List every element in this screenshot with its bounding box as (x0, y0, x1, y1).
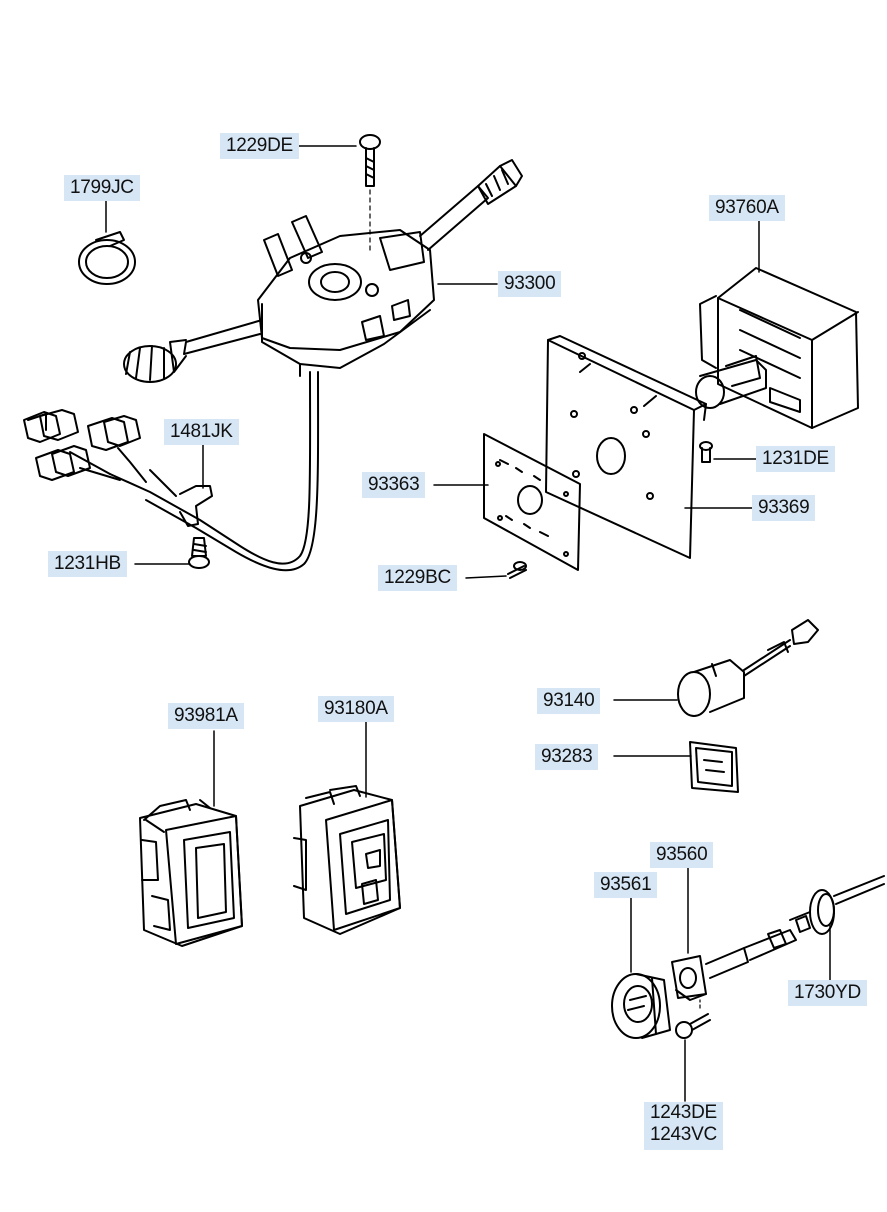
screw-1229de-icon (359, 134, 381, 251)
label-93760a[interactable]: 93760A (709, 195, 785, 221)
label-93981a[interactable]: 93981A (168, 703, 244, 729)
label-1229bc[interactable]: 1229BC (378, 565, 457, 591)
label-93283[interactable]: 93283 (535, 744, 599, 770)
label-93180a[interactable]: 93180A (318, 696, 394, 722)
grommet-1730yd-icon (789, 875, 885, 935)
label-1481jk[interactable]: 1481JK (164, 419, 239, 445)
screw-1229bc-icon (507, 561, 527, 579)
label-93560[interactable]: 93560 (650, 842, 714, 868)
label-93283-icon (689, 741, 739, 793)
label-1243vc: 1243VC (650, 1124, 717, 1145)
knob-93561-icon (611, 973, 671, 1039)
label-93369[interactable]: 93369 (752, 495, 816, 521)
plate-93363-icon (483, 433, 581, 571)
rotary-switch-93760a-icon (695, 267, 859, 429)
label-1231de[interactable]: 1231DE (756, 446, 835, 472)
screw-1231de-icon (699, 441, 713, 463)
label-1799jc[interactable]: 1799JC (64, 175, 140, 201)
label-1243de: 1243DE (650, 1102, 717, 1123)
label-1231hb[interactable]: 1231HB (48, 551, 127, 577)
screw-1231hb-icon (188, 537, 210, 569)
indicator-lamp-93140-icon (677, 619, 819, 717)
holder-93560-icon (671, 915, 811, 1001)
combination-switch-93300-icon (23, 159, 523, 572)
leader-lines (105, 145, 831, 1102)
label-1730yd[interactable]: 1730YD (788, 980, 867, 1006)
label-1229de[interactable]: 1229DE (220, 133, 299, 159)
switch-93981a-icon (139, 799, 243, 947)
label-93363[interactable]: 93363 (362, 472, 426, 498)
label-1243de-1243vc[interactable]: 1243DE 1243VC (644, 1102, 723, 1150)
bracket-93369-icon (545, 335, 707, 559)
clamp-1799jc-icon (78, 231, 136, 285)
label-93561[interactable]: 93561 (594, 872, 658, 898)
label-93140[interactable]: 93140 (537, 688, 601, 714)
label-93300[interactable]: 93300 (498, 271, 562, 297)
switch-93180a-icon (293, 785, 401, 935)
screw-1243de-icon (675, 999, 711, 1039)
